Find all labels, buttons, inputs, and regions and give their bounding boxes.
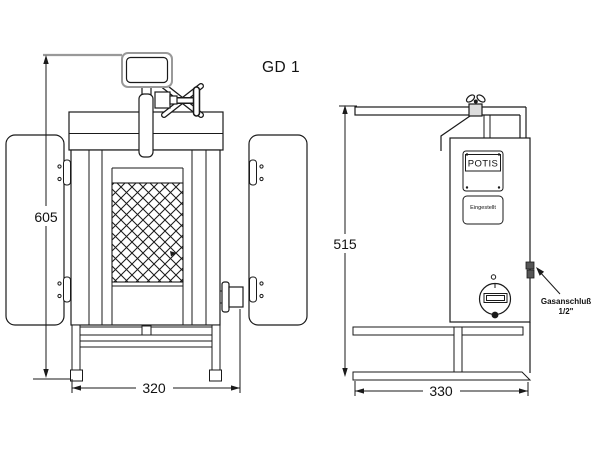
side-view: 515 P: [330, 94, 591, 399]
dial-knob: [491, 311, 499, 319]
spit-tube: [138, 93, 154, 158]
side-height-label: 515: [333, 236, 357, 252]
gas-arrow: [536, 267, 545, 276]
burner-mesh: [111, 182, 184, 283]
gas-connection: [525, 261, 535, 279]
gas-note-line2: 1/2": [559, 307, 574, 316]
base-frame-front: [70, 324, 222, 382]
front-width-label: 320: [142, 380, 166, 396]
side-width-label: 330: [429, 383, 453, 399]
leg-right: [211, 324, 221, 371]
gas-valve-knob-front: [220, 281, 244, 313]
motor-housing: [121, 52, 173, 158]
spit-handle: [154, 83, 204, 118]
wing-nut-icon: [465, 94, 486, 104]
pilot-hole: [490, 274, 497, 280]
gas-annotation: Gasanschluß 1/2": [536, 267, 591, 316]
igniter-mark: [170, 251, 177, 257]
dim-side-height: 515: [330, 105, 360, 377]
brand-label: POTIS: [468, 159, 499, 170]
support-arm: [354, 94, 527, 151]
control-dial: [478, 274, 512, 319]
brand-plate: POTIS: [462, 150, 504, 192]
skewer-guide-rod: [440, 115, 471, 151]
drive-hub: [154, 91, 171, 109]
hinge-top-left: [63, 159, 71, 186]
foot-right: [209, 369, 222, 382]
drawing-title: GD 1: [262, 59, 300, 76]
front-view: 605: [5, 52, 308, 396]
dim-front-width: 320: [71, 309, 241, 396]
gas-note-line1: Gasanschluß: [541, 297, 591, 306]
door-left: [5, 134, 71, 326]
frame-strut: [453, 326, 463, 373]
front-height-label: 605: [34, 209, 58, 225]
settings-plate: Eingestellt: [462, 195, 504, 225]
leg-left: [71, 324, 81, 371]
dim-side-width: 330: [354, 381, 529, 399]
grill-body-front: [70, 149, 221, 326]
hinge-bottom-left: [63, 276, 71, 303]
dim-front-height: 605: [31, 55, 72, 380]
mounting-clamp: [468, 103, 483, 117]
foot-left: [70, 369, 83, 382]
base-frame-side: [352, 322, 532, 381]
door-right: [248, 134, 308, 326]
hinge-bottom-right: [249, 276, 257, 303]
hinge-top-right: [249, 159, 257, 186]
settings-label: Eingestellt: [470, 205, 496, 211]
